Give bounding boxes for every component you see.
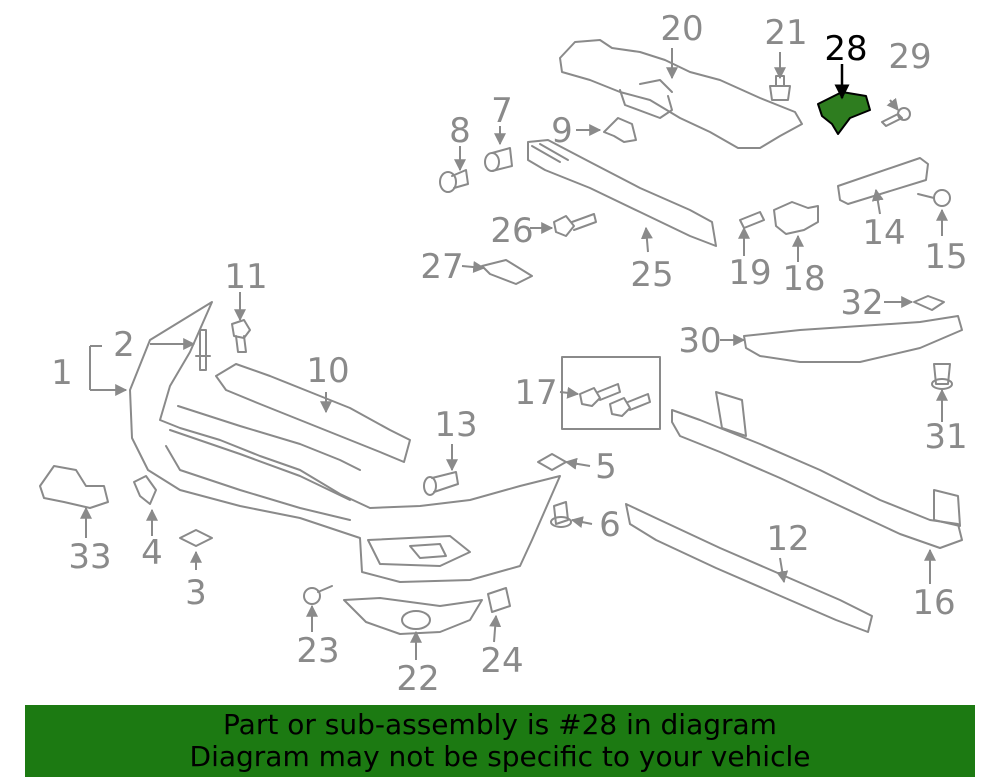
callout-8: 8 bbox=[449, 111, 471, 151]
callout-24: 24 bbox=[480, 641, 523, 681]
part-31-clip bbox=[931, 363, 953, 390]
part-30-absorber bbox=[743, 315, 963, 363]
part-1-bumper-cover bbox=[129, 301, 561, 583]
callout-1: 1 bbox=[51, 353, 73, 393]
callout-3: 3 bbox=[185, 573, 207, 613]
callout-19: 19 bbox=[728, 253, 771, 293]
callout-labels: 1 2 3 4 5 6 7 8 9 10 11 12 13 14 15 16 1… bbox=[51, 9, 967, 699]
part-9-bracket bbox=[603, 117, 637, 143]
callout-2: 2 bbox=[113, 325, 135, 365]
callout-10: 10 bbox=[306, 351, 349, 391]
part-22-fog-grille bbox=[343, 597, 483, 635]
callout-15: 15 bbox=[924, 237, 967, 277]
part-26-bolt bbox=[553, 213, 597, 237]
part-25-grille bbox=[527, 139, 717, 247]
callout-25: 25 bbox=[630, 255, 673, 295]
callout-14: 14 bbox=[862, 213, 905, 253]
callout-20: 20 bbox=[660, 9, 703, 49]
callout-17: 17 bbox=[514, 373, 557, 413]
callout-28-highlighted: 28 bbox=[824, 29, 867, 69]
part-5-nut bbox=[537, 453, 567, 471]
part-20-support-cover bbox=[559, 39, 803, 149]
part-6-clip bbox=[550, 501, 572, 528]
part-21-clip bbox=[769, 75, 791, 101]
callout-12: 12 bbox=[766, 519, 809, 559]
part-15-clip bbox=[917, 189, 951, 207]
callout-5: 5 bbox=[595, 447, 617, 487]
callout-4: 4 bbox=[141, 533, 163, 573]
part-12-absorber bbox=[625, 503, 873, 633]
part-27-clip bbox=[481, 259, 533, 285]
part-32-nut bbox=[913, 295, 945, 311]
part-11-bolt bbox=[231, 319, 251, 353]
part-4-cover bbox=[133, 475, 157, 505]
callout-21: 21 bbox=[764, 13, 807, 53]
leader-lines bbox=[80, 48, 948, 660]
callout-26: 26 bbox=[490, 211, 533, 251]
banner-line-1: Part or sub-assembly is #28 in diagram bbox=[223, 708, 777, 741]
callout-29: 29 bbox=[888, 37, 931, 77]
callout-9: 9 bbox=[551, 111, 573, 151]
part-29-screw bbox=[881, 107, 911, 127]
info-banner: Part or sub-assembly is #28 in diagram D… bbox=[25, 705, 975, 777]
part-16-reinforcement-bar bbox=[671, 391, 963, 549]
part-13-clip bbox=[423, 471, 459, 496]
callout-11: 11 bbox=[224, 257, 267, 297]
part-3-nut bbox=[179, 529, 213, 547]
callout-31: 31 bbox=[924, 417, 967, 457]
part-10-reinforcement bbox=[215, 363, 411, 463]
callout-16: 16 bbox=[912, 583, 955, 623]
part-19-pin bbox=[739, 211, 765, 229]
callout-13: 13 bbox=[434, 405, 477, 445]
callout-18: 18 bbox=[782, 259, 825, 299]
callout-27: 27 bbox=[420, 247, 463, 287]
part-23-clip bbox=[303, 585, 333, 605]
callout-23: 23 bbox=[296, 631, 339, 671]
part-18-bracket bbox=[773, 201, 819, 235]
callout-7: 7 bbox=[491, 91, 513, 131]
callout-30: 30 bbox=[678, 321, 721, 361]
part-33-bracket bbox=[39, 465, 109, 509]
callout-22: 22 bbox=[396, 659, 439, 699]
callout-32: 32 bbox=[840, 283, 883, 323]
part-8-bolt bbox=[439, 169, 469, 193]
banner-line-2: Diagram may not be specific to your vehi… bbox=[189, 740, 811, 773]
part-2-pin bbox=[195, 329, 211, 371]
part-7-grommet bbox=[484, 147, 513, 172]
part-24-cover bbox=[487, 587, 511, 613]
part-28-bracket-highlighted bbox=[817, 91, 871, 135]
callout-33: 33 bbox=[68, 537, 111, 577]
callout-6: 6 bbox=[599, 505, 621, 545]
part-14-trim bbox=[837, 157, 929, 205]
